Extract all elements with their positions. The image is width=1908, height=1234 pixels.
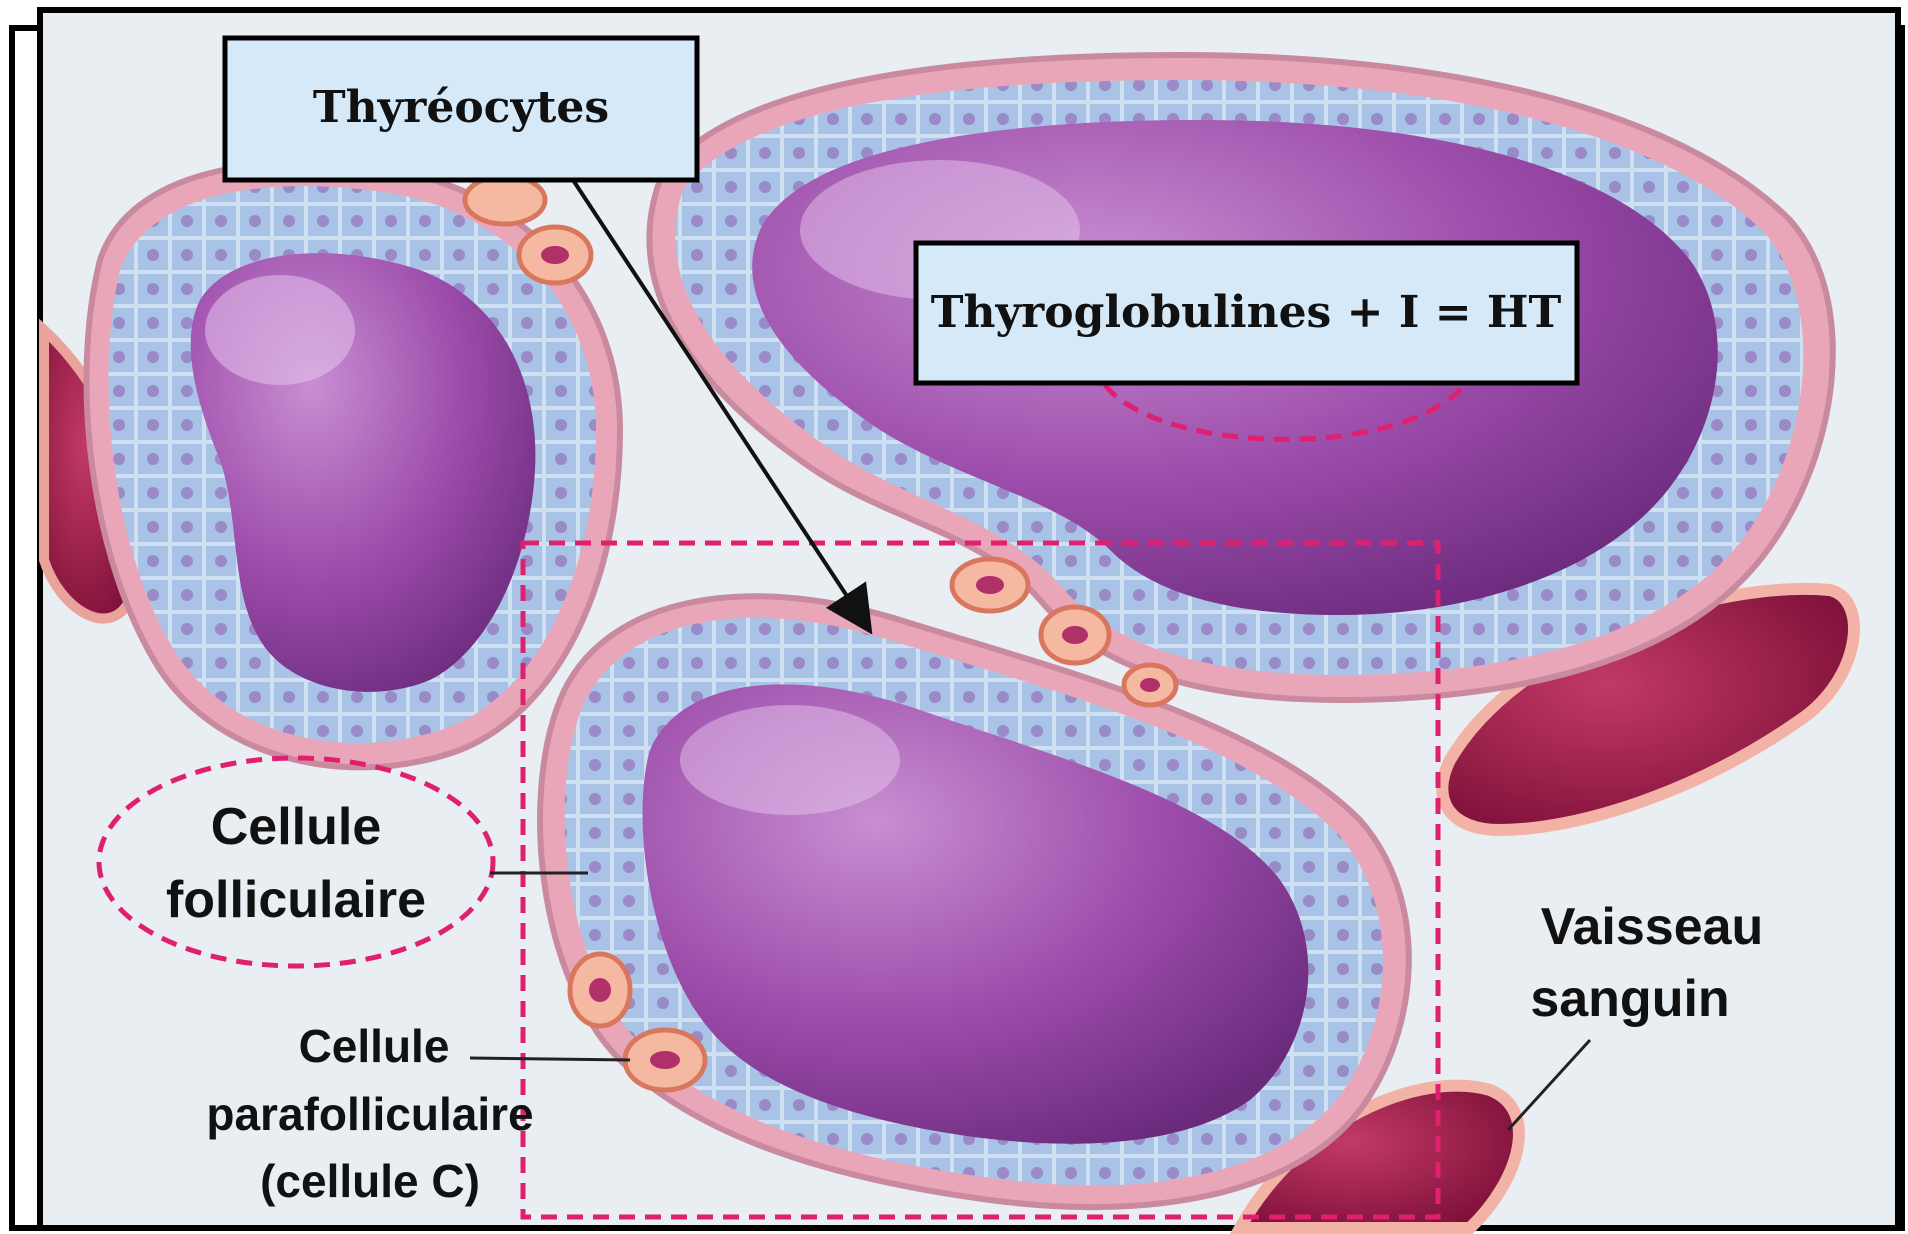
label-line: (cellule C) xyxy=(260,1155,480,1207)
label-line: folliculaire xyxy=(166,871,426,929)
label-line: parafolliculaire xyxy=(206,1088,533,1140)
callout-thyreocytes-text: Thyréocytes xyxy=(313,82,609,133)
label-line: Vaisseau xyxy=(1541,898,1764,956)
label-line: Cellule xyxy=(211,798,382,856)
label-line: sanguin xyxy=(1530,970,1729,1028)
callout-thyreocytes: Thyréocytes xyxy=(225,38,697,180)
callout-thyroglobulines-text: Thyroglobulines + I = HT xyxy=(931,287,1562,338)
leader-line-parafolliculaire xyxy=(470,1058,630,1060)
callout-thyroglobulines: Thyroglobulines + I = HT xyxy=(916,243,1577,383)
label-line: Cellule xyxy=(299,1020,450,1072)
